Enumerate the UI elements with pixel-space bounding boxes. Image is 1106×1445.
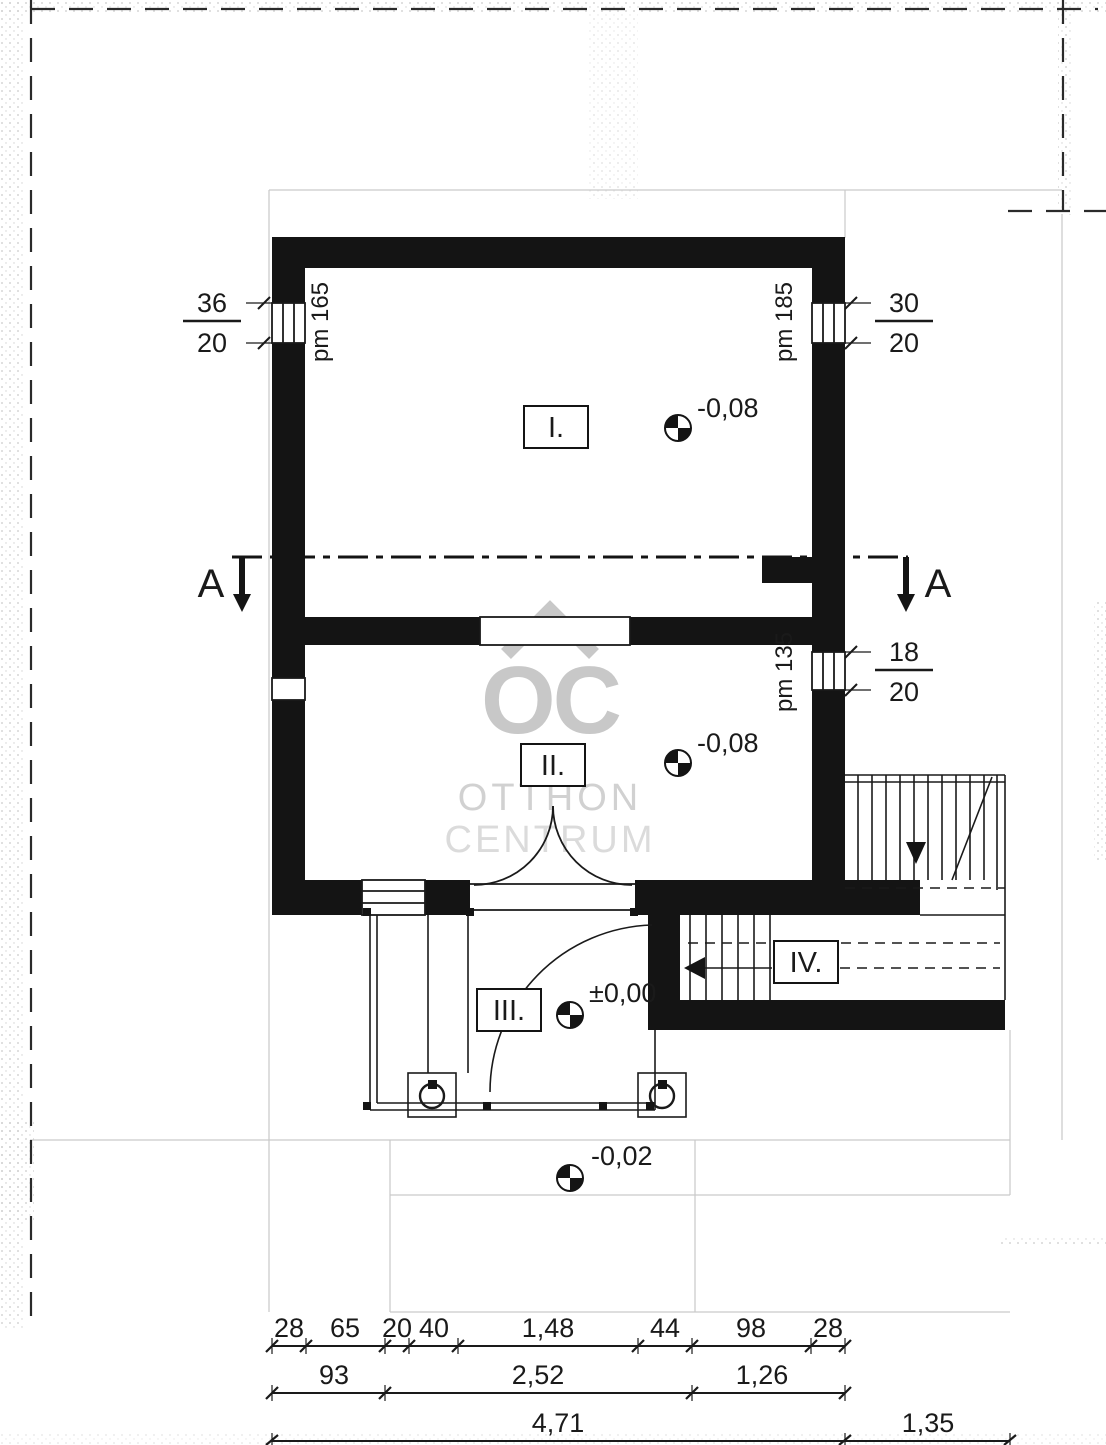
room-2-box bbox=[520, 743, 586, 787]
dim-r2-0: 93 bbox=[319, 1360, 349, 1390]
windows-drawn bbox=[271, 302, 846, 916]
window-dim-left bbox=[183, 296, 272, 350]
section-line bbox=[232, 555, 915, 612]
room-3-box bbox=[476, 988, 542, 1032]
dim-r1-1: 65 bbox=[330, 1313, 360, 1343]
column-pad-right bbox=[637, 1072, 687, 1118]
window-w2-width: 30 bbox=[889, 288, 919, 318]
level-text-room2: -0,08 bbox=[697, 728, 759, 758]
dim-r1-3: 40 bbox=[419, 1313, 449, 1343]
property-boundary bbox=[29, 0, 1106, 1318]
dim-r1-7: 28 bbox=[813, 1313, 843, 1343]
level-marker-room2 bbox=[664, 749, 692, 777]
room-3-label: III. bbox=[493, 995, 525, 1027]
walls bbox=[272, 237, 1005, 1030]
dim-r2-2: 1,26 bbox=[736, 1360, 789, 1390]
dim-r1-4: 1,48 bbox=[522, 1313, 575, 1343]
dim-r1-2: 20 bbox=[382, 1313, 412, 1343]
room-4-label: IV. bbox=[790, 947, 823, 979]
dimension-row-3-labels: 4,71 1,35 bbox=[532, 1408, 955, 1438]
level-marker-room1 bbox=[664, 414, 692, 442]
sill-label-w1: pm 165 bbox=[307, 282, 334, 362]
anchor-points bbox=[363, 908, 654, 1110]
section-arrow-right bbox=[897, 594, 915, 612]
dim-r1-0: 28 bbox=[274, 1313, 304, 1343]
external-stairs bbox=[845, 774, 1006, 890]
stairs-direction-arrow bbox=[906, 842, 926, 864]
level-marker-outside bbox=[556, 1164, 584, 1192]
dimension-row-2-labels: 93 2,52 1,26 bbox=[319, 1360, 788, 1390]
watermark: OC OTTHON CENTRUM bbox=[445, 600, 656, 861]
room-labels: I. II. III. IV. bbox=[476, 405, 839, 1032]
window-dim-right-mid bbox=[844, 645, 933, 697]
window-w3-depth: 20 bbox=[889, 677, 919, 707]
sill-label-w2: pm 185 bbox=[771, 282, 798, 362]
dim-r2-1: 2,52 bbox=[512, 1360, 565, 1390]
room-1-box bbox=[523, 405, 589, 449]
corridor-direction-arrow bbox=[684, 957, 705, 979]
sill-label-w3: pm 135 bbox=[771, 632, 798, 712]
room-1-label: I. bbox=[548, 412, 564, 444]
entrance-door bbox=[470, 805, 635, 911]
section-label-left: A bbox=[198, 562, 225, 606]
dim-r1-6: 98 bbox=[736, 1313, 766, 1343]
window-dim-right-top bbox=[844, 296, 933, 350]
construction-guides bbox=[30, 189, 1063, 1313]
interior-door-opening bbox=[479, 616, 631, 646]
corridor-stairs bbox=[684, 890, 1006, 1000]
dim-r3-0: 4,71 bbox=[532, 1408, 585, 1438]
level-text-outside: -0,02 bbox=[591, 1141, 653, 1171]
level-text-entrance: ±0,00 bbox=[589, 978, 656, 1008]
dimension-row-2 bbox=[265, 1385, 852, 1401]
level-text-room1: -0,08 bbox=[697, 393, 759, 423]
window-w1-width: 36 bbox=[197, 288, 227, 318]
watermark-name-2: CENTRUM bbox=[445, 819, 656, 861]
room-4-box bbox=[773, 940, 839, 984]
section-label-right: A bbox=[925, 562, 952, 606]
level-marker-entrance bbox=[556, 1001, 584, 1029]
column-pad-left bbox=[407, 1072, 457, 1118]
dimension-row-1-labels: 28 65 20 40 1,48 44 98 28 bbox=[274, 1313, 843, 1343]
watermark-logo: OC bbox=[481, 647, 620, 754]
room-2-label: II. bbox=[541, 750, 565, 782]
dim-r1-5: 44 bbox=[650, 1313, 680, 1343]
porch-door-swing bbox=[489, 924, 653, 1093]
dim-r3-1: 1,35 bbox=[902, 1408, 955, 1438]
window-w3-width: 18 bbox=[889, 637, 919, 667]
dimension-row-1 bbox=[265, 1338, 852, 1354]
window-w1-depth: 20 bbox=[197, 328, 227, 358]
porch-outline bbox=[369, 915, 687, 1118]
window-w2-depth: 20 bbox=[889, 328, 919, 358]
dimension-row-3 bbox=[265, 1433, 1017, 1445]
section-arrow-left bbox=[233, 594, 251, 612]
